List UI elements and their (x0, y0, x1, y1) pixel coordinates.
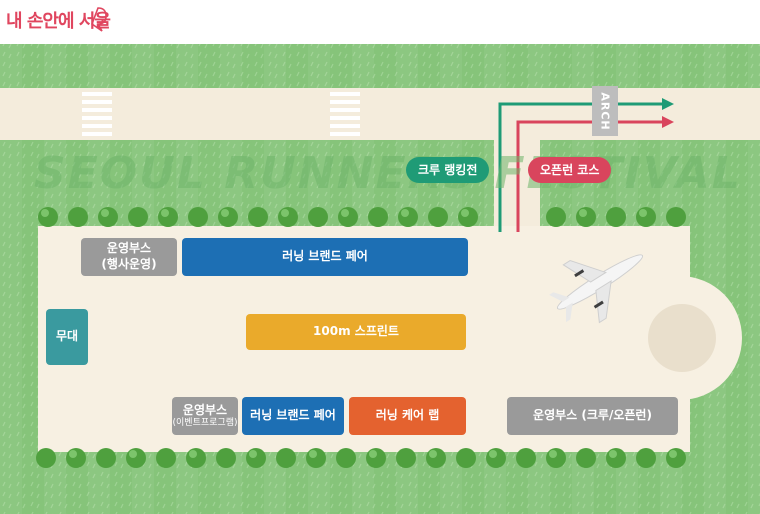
tree-highlights-top (41, 209, 647, 217)
crew-ranking-label: 크루 랭킹전 (418, 163, 478, 177)
pink-arrow-icon (662, 116, 674, 128)
airplane-icon (549, 254, 644, 324)
crosswalk-right (330, 92, 360, 136)
crosswalk-left (82, 92, 112, 136)
sprint-booth: 100m 스프린트 (246, 314, 466, 350)
logo: 내 손안에 서울 (6, 5, 111, 35)
crew-ranking-bubble: 크루 랭킹전 (406, 157, 490, 183)
ops-admin-line1: 운영부스 (106, 241, 152, 256)
brand-fair-top-label: 러닝 브랜드 페어 (282, 249, 368, 264)
ops-event-line2: (이벤트프로그램) (172, 417, 238, 428)
arch-gate: ARCH (592, 86, 618, 136)
stage-booth: 무대 (46, 309, 88, 365)
ops-admin-line2: (행사운영) (101, 257, 157, 271)
open-run-bubble: 오픈런 코스 (528, 157, 612, 183)
ops-event-line1: 운영부스 (182, 403, 228, 418)
festival-watermark: SEOUL RUNNERS FESTIVAL (34, 148, 742, 199)
arch-label: ARCH (598, 91, 612, 131)
logo-text: 내 손안에 서울 (6, 11, 111, 32)
speech-bubble-icon (91, 7, 107, 32)
tree-row-bottom (36, 448, 686, 468)
sprint-label: 100m 스프린트 (313, 324, 399, 339)
brand-fair-bottom: 러닝 브랜드 페어 (242, 397, 344, 435)
plaza-circle-inner (648, 304, 716, 372)
care-lab-booth: 러닝 케어 랩 (349, 397, 466, 435)
stage-label: 무대 (55, 329, 79, 344)
brand-fair-top: 러닝 브랜드 페어 (182, 238, 468, 276)
ops-booth-admin: 운영부스 (행사운영) (81, 238, 177, 276)
open-run-label: 오픈런 코스 (540, 163, 600, 177)
brand-fair-bottom-label: 러닝 브랜드 페어 (250, 408, 336, 423)
upper-road (0, 88, 760, 140)
ops-booth-event: 운영부스 (이벤트프로그램) (172, 397, 238, 435)
care-lab-label: 러닝 케어 랩 (375, 408, 440, 423)
ops-booth-crew: 운영부스 (크루/오픈런) (507, 397, 678, 435)
tree-highlights-bottom (69, 450, 677, 458)
ops-crew-label: 운영부스 (크루/오픈런) (533, 408, 652, 423)
green-arrow-icon (662, 98, 674, 110)
